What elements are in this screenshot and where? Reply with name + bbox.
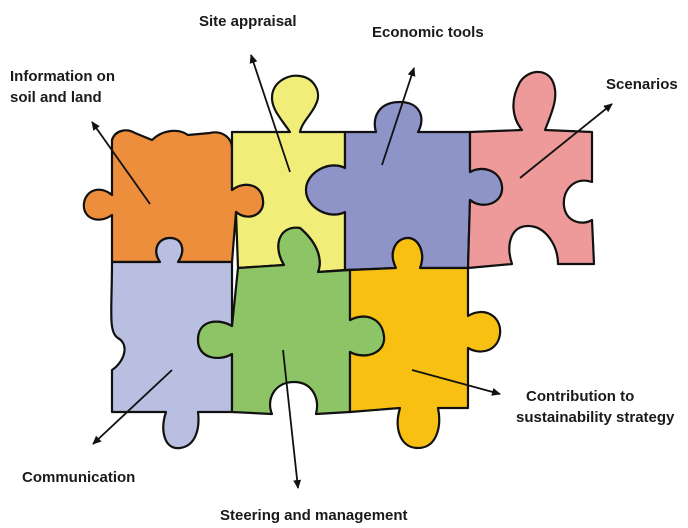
label-scenarios: Scenarios (606, 76, 678, 93)
label-economic-tools: Economic tools (372, 24, 484, 41)
puzzle-piece-contribution (348, 236, 502, 450)
label-steering: Steering and management (220, 507, 408, 524)
arrow-information (91, 121, 151, 205)
arrow-economic-tools (381, 67, 416, 166)
puzzle-piece-communication (110, 236, 234, 450)
label-contribution-line-2: sustainability strategy (516, 409, 675, 426)
arrow-communication (92, 369, 173, 445)
label-contribution-line-1: Contribution to (526, 388, 635, 405)
arrow-site-appraisal (249, 54, 291, 173)
label-communication: Communication (22, 469, 136, 486)
label-contribution: Contribution to sustainability strategy (516, 386, 674, 428)
label-information-line-1: Information on (10, 68, 115, 85)
label-information: Information on soil and land (10, 66, 115, 108)
arrow-steering (282, 349, 302, 489)
label-site-appraisal: Site appraisal (199, 13, 297, 30)
arrow-scenarios (519, 103, 613, 179)
arrow-contribution (411, 369, 501, 396)
label-information-line-2: soil and land (10, 89, 102, 106)
